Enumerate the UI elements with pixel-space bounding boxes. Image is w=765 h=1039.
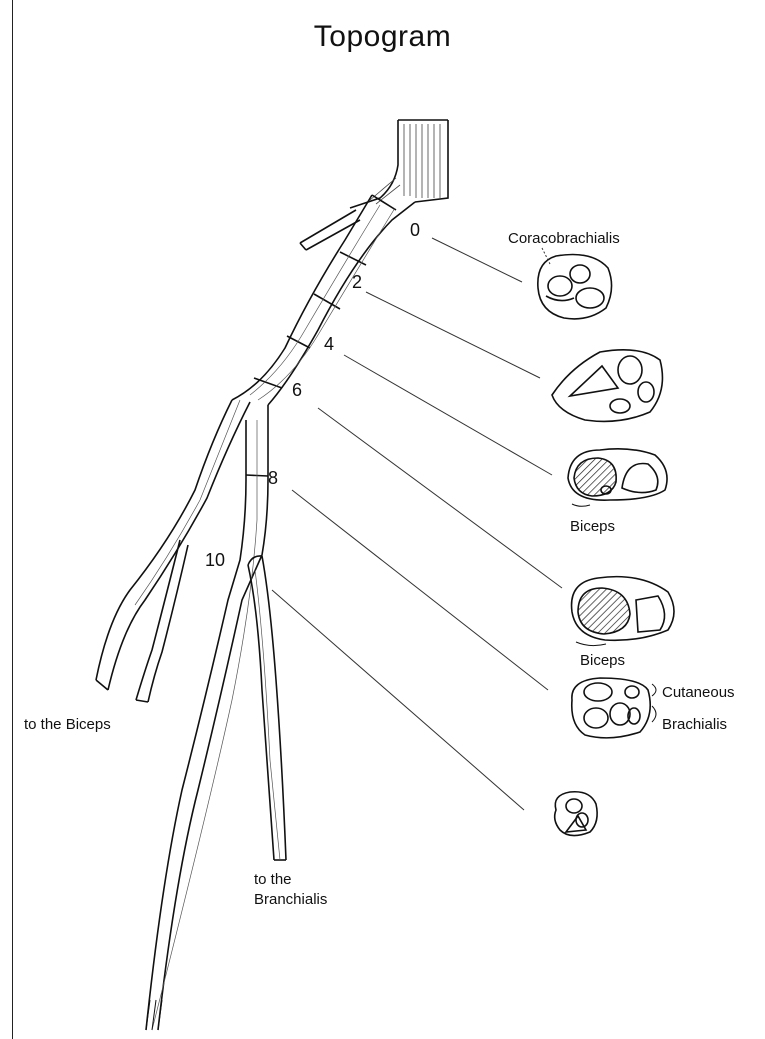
level-leader-lines [272, 238, 562, 810]
cross-section-0 [538, 255, 612, 319]
nerve-biceps-branch [96, 400, 250, 702]
nerve-main-trunk [232, 195, 415, 405]
label-biceps-upper: Biceps [570, 518, 615, 535]
level-label-10: 10 [205, 550, 225, 571]
nerve-brachialis-branch [248, 556, 286, 860]
level-label-0: 0 [410, 220, 420, 241]
level-label-2: 2 [352, 272, 362, 293]
level-label-6: 6 [292, 380, 302, 401]
label-coracobrachialis: Coracobrachialis [508, 230, 620, 247]
label-to-biceps: to the Biceps [24, 716, 111, 733]
label-cutaneous: Cutaneous [662, 684, 735, 701]
label-brachialis: Brachialis [662, 716, 727, 733]
cross-section-4 [568, 449, 667, 507]
label-biceps-lower: Biceps [580, 652, 625, 669]
nerve-root-bundle [350, 120, 448, 208]
label-to-brachialis-line2: Branchialis [254, 891, 327, 908]
cross-section-6 [572, 577, 674, 646]
cross-section-8 [572, 678, 656, 738]
cross-section-10 [555, 792, 597, 836]
level-label-8: 8 [268, 468, 278, 489]
level-label-4: 4 [324, 334, 334, 355]
cross-section-2 [552, 350, 662, 422]
label-to-brachialis-line1: to the [254, 871, 292, 888]
